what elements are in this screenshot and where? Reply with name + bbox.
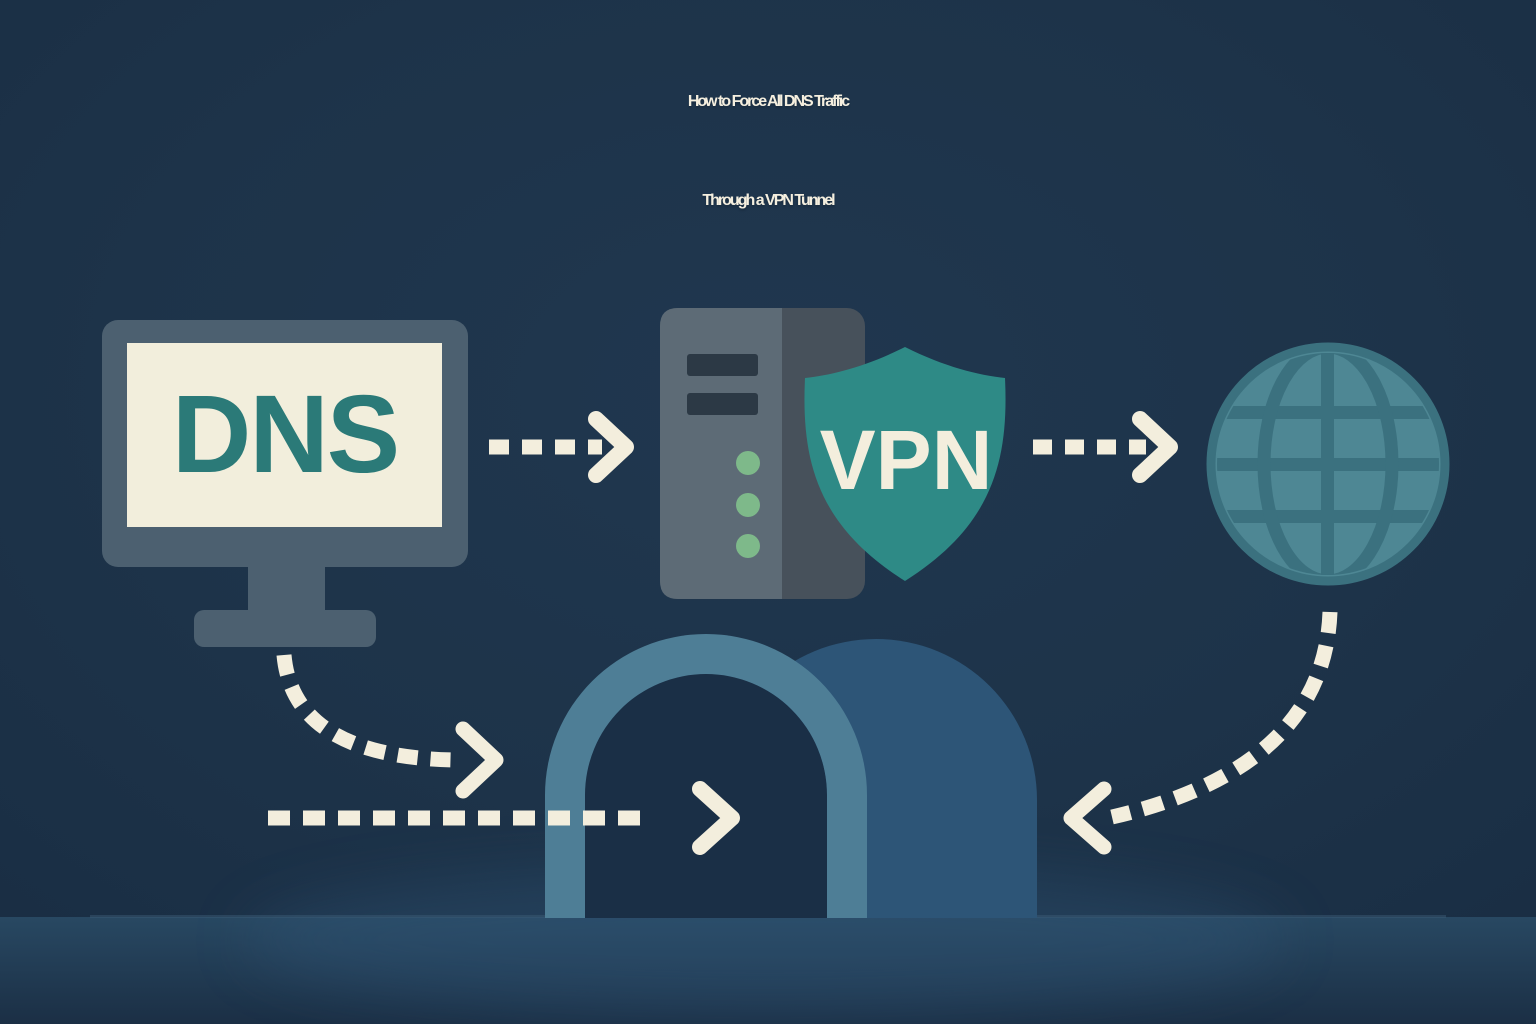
shield-shape (804, 347, 1006, 581)
monitor-stand-base (194, 610, 376, 647)
globe-meridian-ellipse (1257, 353, 1399, 575)
server-drive-slot (687, 354, 758, 376)
server-drive-slot (687, 393, 758, 415)
dashed-curve (276, 654, 456, 768)
vpn-label: VPN (820, 413, 993, 507)
arrowhead-chevron-icon (1063, 781, 1112, 855)
dns-label: DNS (172, 373, 398, 496)
vpn-shield-icon: VPN (804, 347, 1006, 581)
monitor-stand-neck (248, 565, 325, 613)
globe-grid (1217, 353, 1439, 575)
dashed-curve (1110, 611, 1338, 825)
arrowhead-chevron-icon (588, 411, 634, 483)
tunnel-front-arch (545, 634, 867, 918)
globe-meridian-center (1321, 353, 1334, 575)
arrow-shield-to-globe (1033, 411, 1178, 483)
arrow-globe-down-curve (1063, 611, 1338, 855)
arrow-monitor-to-server (489, 411, 634, 483)
arrow-monitor-down-curve (276, 654, 504, 799)
server-led (736, 451, 760, 475)
arrowhead-chevron-icon (692, 781, 740, 855)
monitor-icon: DNS (102, 320, 468, 647)
tunnel-icon (545, 634, 1037, 918)
server-led (736, 534, 760, 558)
server-front-panel (660, 308, 782, 599)
arrowhead-chevron-icon (1132, 411, 1178, 483)
arrowhead-chevron-icon (455, 721, 504, 799)
server-led (736, 493, 760, 517)
flow-arrows (268, 411, 1338, 855)
page-title: How to Force All DNS Traffic Through a V… (0, 52, 1536, 250)
title-line-1: How to Force All DNS Traffic (687, 93, 850, 110)
title-line-2: Through a VPN Tunnel (702, 192, 835, 209)
arrow-into-tunnel (268, 781, 740, 855)
globe-icon (1206, 342, 1450, 586)
monitor-screen (127, 343, 442, 527)
ground (0, 865, 1536, 1024)
